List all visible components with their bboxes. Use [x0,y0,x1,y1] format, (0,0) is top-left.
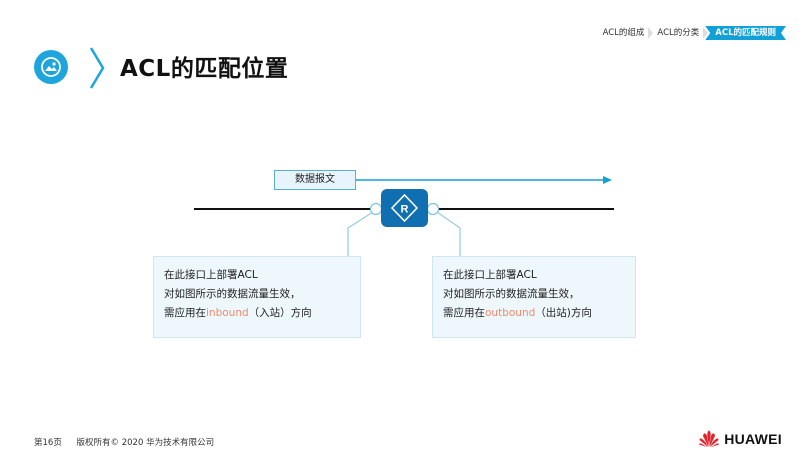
title-chevron-icon [89,47,105,89]
outbound-info-line1: 在此接口上部署ACL [443,269,537,281]
page-number: 第16页 [34,438,62,448]
inbound-info-line2: 对如图所示的数据流量生效， [164,288,301,300]
outbound-info-box: 在此接口上部署ACL 对如图所示的数据流量生效， 需应用在outbound（出站… [432,256,636,338]
svg-text:R: R [401,204,409,216]
arrow-head-icon [603,176,612,184]
breadcrumb-item-acl-classification[interactable]: ACL的分类 [650,26,709,40]
image-icon [34,50,68,84]
inbound-info-line1: 在此接口上部署ACL [164,269,258,281]
outbound-keyword: outbound [485,307,536,319]
inbound-interface-icon [369,202,383,216]
inbound-info-line3: 需应用在inbound（入站）方向 [164,307,312,319]
copyright-text: 版权所有© 2020 华为技术有限公司 [76,438,215,448]
breadcrumb-item-acl-composition[interactable]: ACL的组成 [596,26,654,40]
router-icon: R [381,189,428,227]
page-title: ACL的匹配位置 [120,56,289,82]
breadcrumb: ACL的组成 ACL的分类 ACL的匹配规则 [596,26,786,40]
footer: 第16页 版权所有© 2020 华为技术有限公司 [34,436,226,448]
inbound-info-box: 在此接口上部署ACL 对如图所示的数据流量生效， 需应用在inbound（入站）… [153,256,361,338]
outbound-info-line2: 对如图所示的数据流量生效， [443,288,580,300]
huawei-logo: HUAWEI [698,430,782,448]
huawei-flower-icon [699,430,720,448]
packet-label: 数据报文 [274,170,356,190]
inbound-keyword: inbound [206,307,249,319]
brand-name: HUAWEI [724,431,782,447]
breadcrumb-item-acl-matching-rules[interactable]: ACL的匹配规则 [705,26,786,40]
outbound-interface-icon [426,202,440,216]
outbound-info-line3: 需应用在outbound（出站)方向 [443,307,592,319]
